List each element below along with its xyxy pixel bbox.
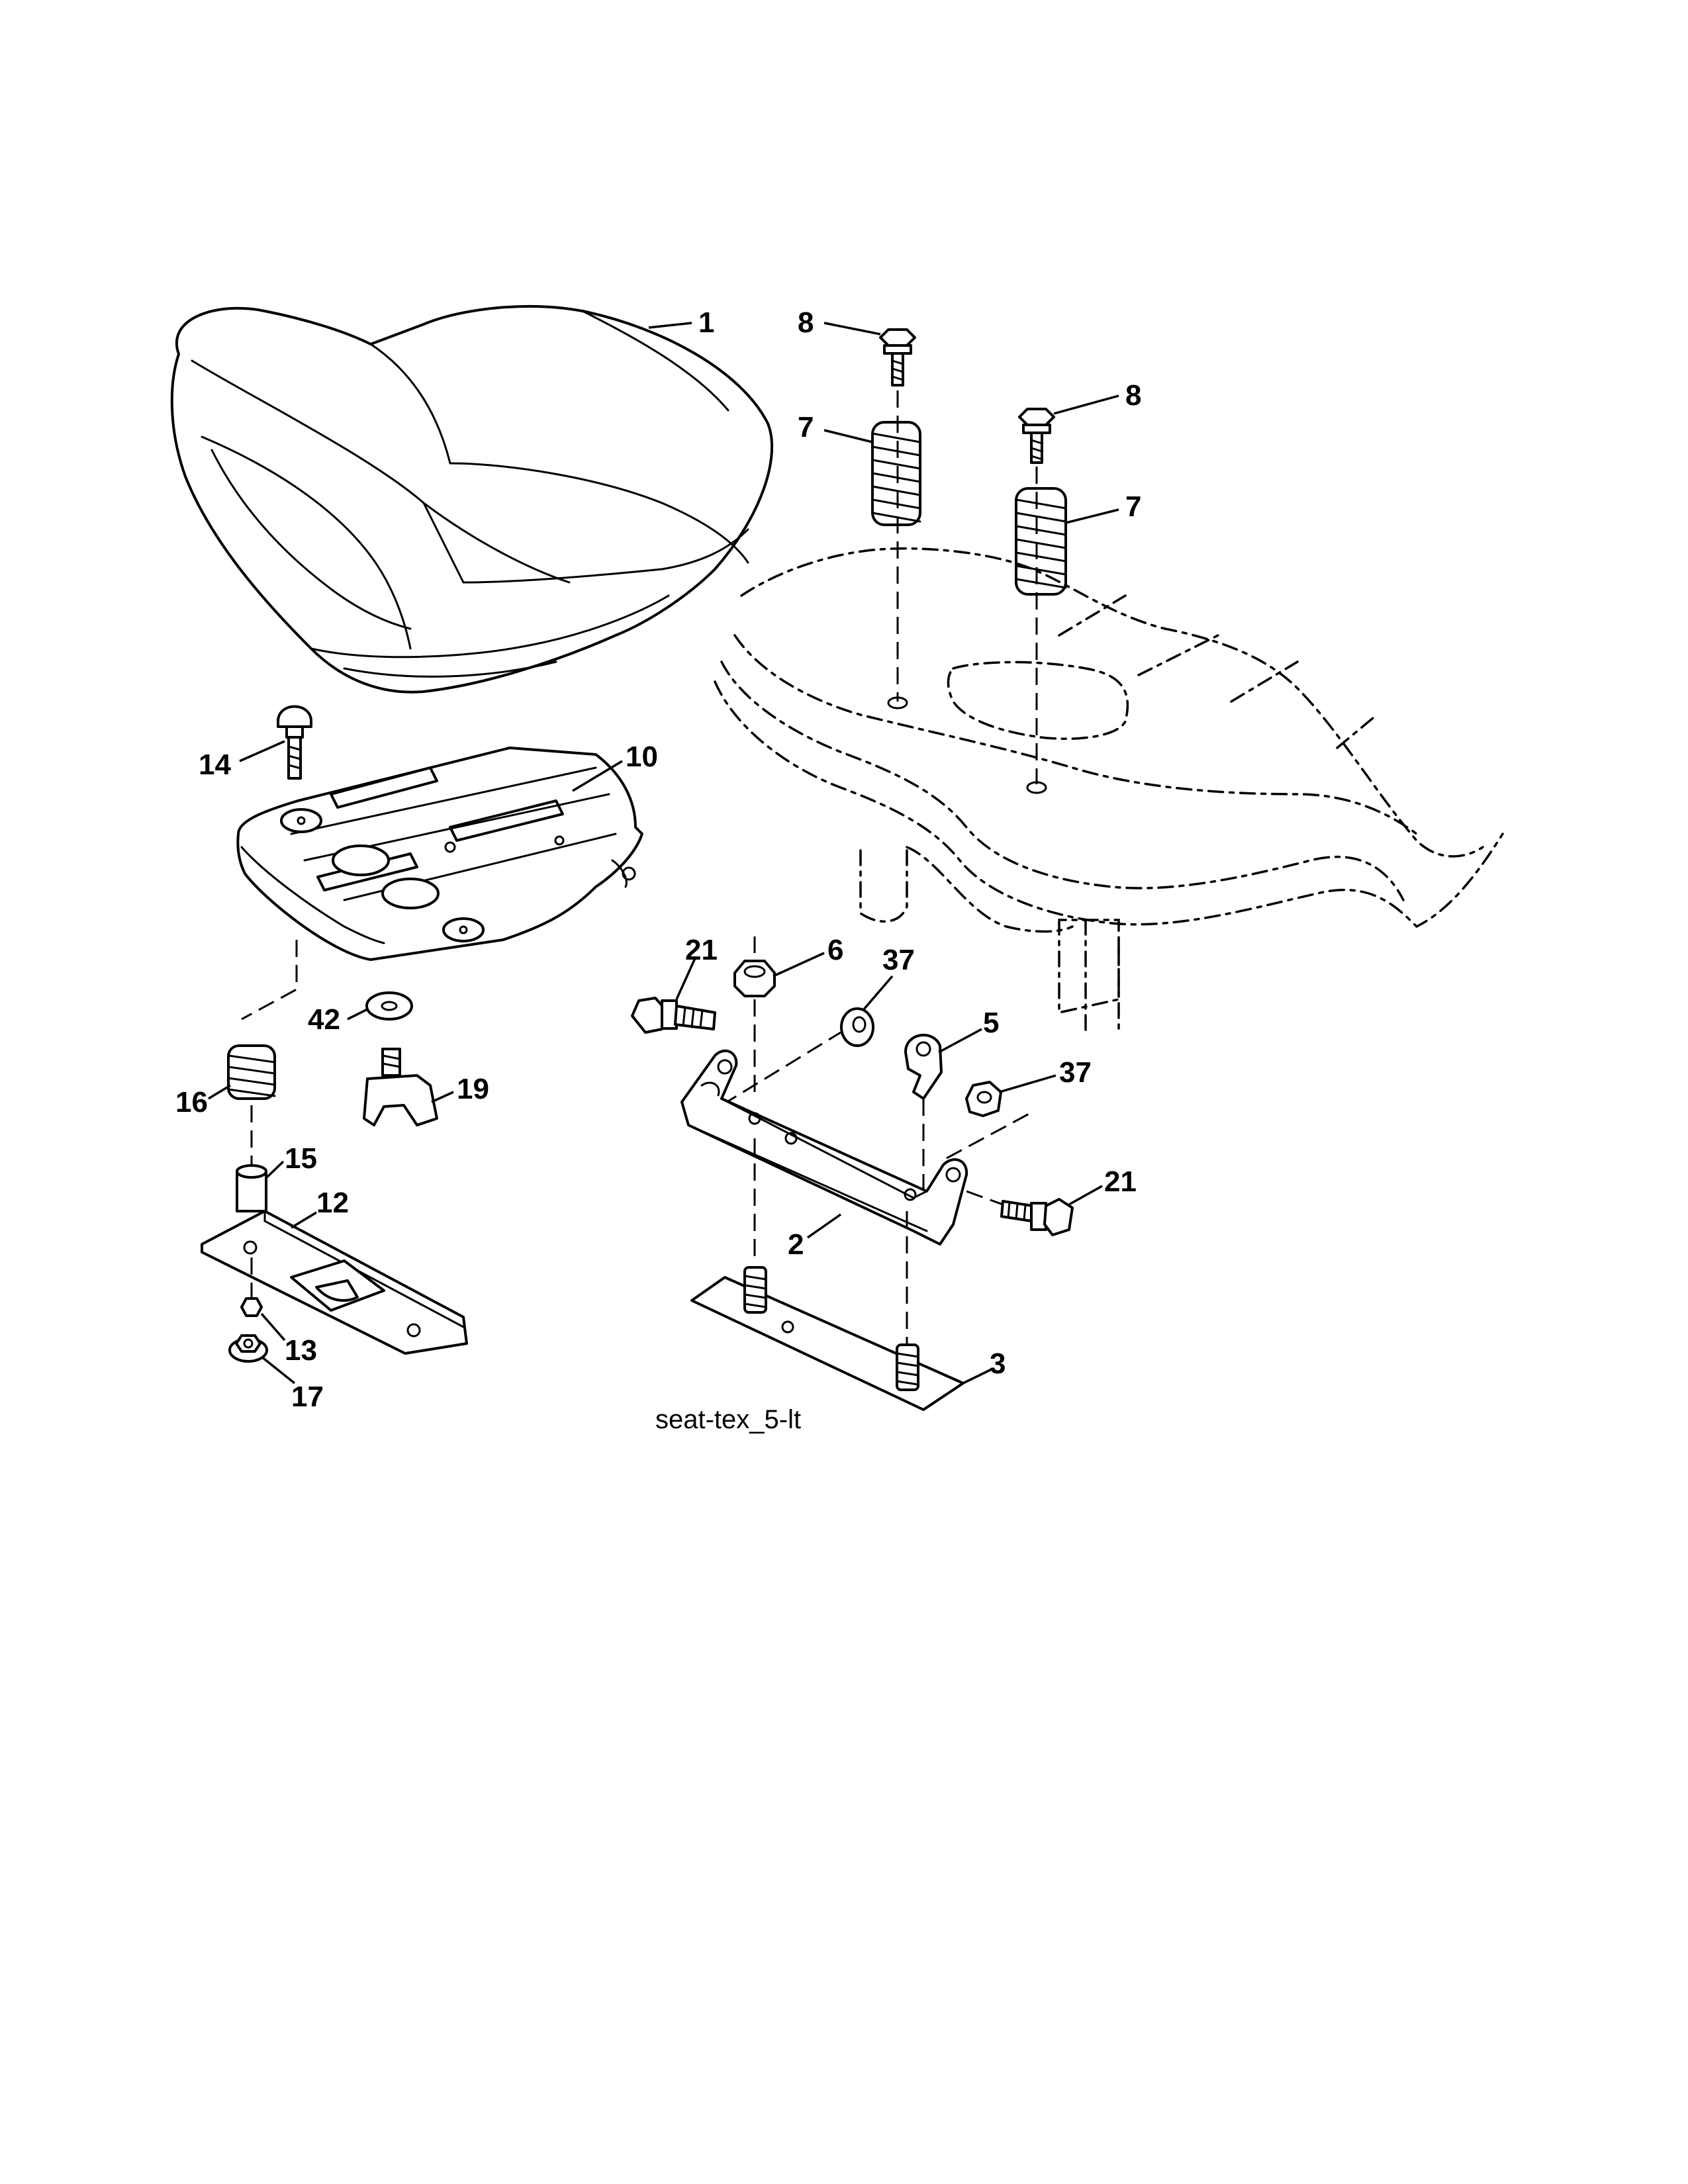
hex-nut (733, 960, 776, 997)
leader-8a (823, 322, 881, 336)
leader-19 (431, 1091, 454, 1103)
callout-pan-10: 10 (626, 741, 658, 773)
spring-left (871, 421, 921, 526)
leader-3 (962, 1367, 994, 1385)
leader-13 (260, 1312, 286, 1342)
leader-7a (823, 429, 873, 443)
axis-clip-nut (721, 1031, 1033, 1218)
leader-2 (806, 1213, 842, 1239)
leader-42 (347, 1008, 368, 1021)
washer (365, 991, 413, 1021)
leader-37a (863, 975, 894, 1011)
callout-locknut-17: 17 (291, 1381, 324, 1413)
stud-plate (690, 1266, 964, 1411)
leader-7b (1065, 508, 1119, 524)
bolt-right (1000, 1198, 1074, 1236)
callout-knob-19: 19 (457, 1073, 489, 1105)
leader-1 (648, 322, 692, 329)
nut-lower (965, 1081, 1002, 1117)
axis-pan-spring (241, 940, 298, 1021)
axis-bracket-21 (966, 1190, 1004, 1206)
seat (170, 304, 774, 694)
nut-upper (840, 1007, 874, 1047)
leader-6 (773, 952, 825, 978)
callout-bolt-8b: 8 (1125, 379, 1141, 412)
leader-12 (291, 1211, 317, 1229)
leader-15 (265, 1160, 285, 1179)
seat-bolt-right (1018, 408, 1055, 464)
carriage-bolt (277, 705, 312, 780)
clip (904, 1034, 943, 1100)
callout-spring-16: 16 (175, 1086, 208, 1118)
leader-8b (1053, 394, 1119, 415)
seat-pan (236, 747, 643, 961)
callout-bolt-21b: 21 (1104, 1165, 1137, 1198)
spring-right (1015, 487, 1067, 596)
leader-21b (1068, 1185, 1103, 1206)
callout-seat: 1 (698, 306, 714, 339)
leader-21a (675, 958, 696, 1000)
small-nut (240, 1297, 263, 1317)
leader-5 (938, 1028, 982, 1054)
knob (363, 1048, 438, 1126)
leader-16 (208, 1084, 231, 1100)
callout-nut-37a: 37 (882, 944, 915, 976)
callout-bracket-2: 2 (788, 1228, 804, 1261)
callout-plate-12: 12 (316, 1187, 349, 1219)
callout-nut-13: 13 (285, 1334, 317, 1367)
leader-14 (239, 740, 285, 762)
callout-plate-3: 3 (990, 1347, 1006, 1380)
seat-bolt-left (879, 328, 916, 387)
callout-washer-42: 42 (308, 1003, 340, 1036)
callout-clip-5: 5 (983, 1007, 999, 1039)
slide-plate (201, 1210, 468, 1355)
callout-spacer-15: 15 (285, 1142, 317, 1175)
callout-spring-7b: 7 (1125, 490, 1141, 523)
callout-spring-7a: 7 (798, 411, 814, 443)
mower-frame (714, 547, 1504, 1034)
small-spring (227, 1044, 276, 1100)
callout-nut-6: 6 (827, 934, 843, 966)
leader-17 (260, 1355, 296, 1385)
leader-37b (999, 1074, 1056, 1093)
callout-nut-37b: 37 (1059, 1056, 1092, 1089)
diagram-caption: seat-tex_5-lt (655, 1405, 801, 1434)
leader-10 (572, 760, 623, 792)
bracket (680, 1049, 968, 1246)
callout-bolt-21a: 21 (685, 934, 718, 966)
callout-bolt-8a: 8 (798, 306, 814, 339)
bolt-left (631, 997, 716, 1034)
spacer (236, 1164, 267, 1212)
callout-bolt-14: 14 (199, 749, 231, 781)
locknut (228, 1334, 268, 1363)
